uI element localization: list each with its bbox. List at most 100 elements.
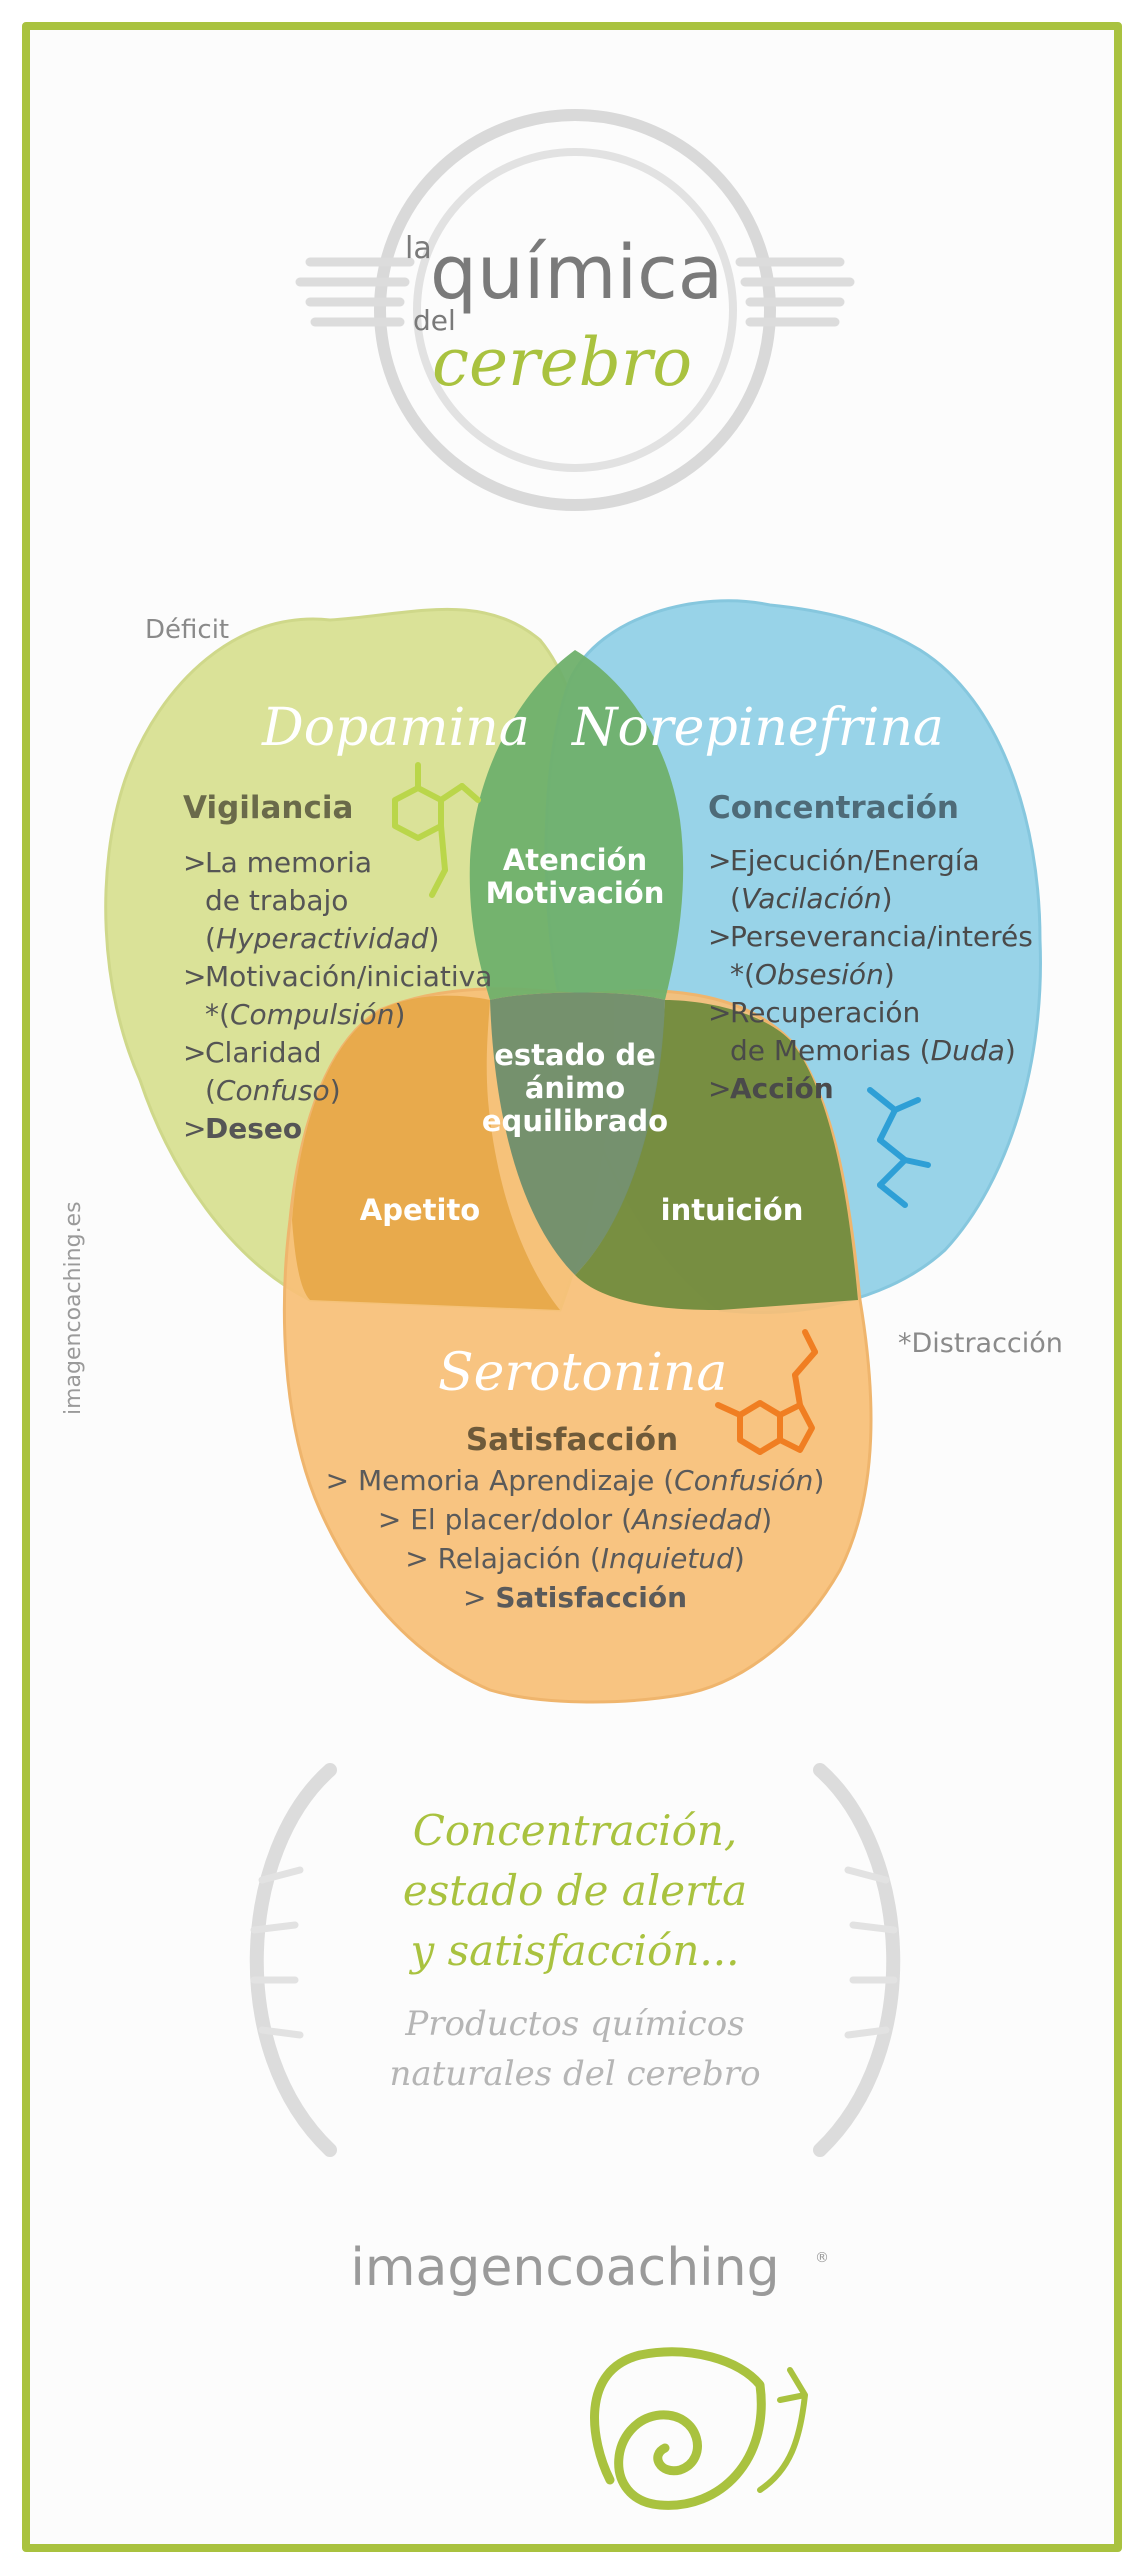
list-item-line: La memoria bbox=[205, 846, 372, 879]
intuicion-overlap bbox=[575, 1000, 858, 1310]
brand-arrow-icon bbox=[757, 2367, 808, 2493]
emblem-left-lines bbox=[295, 257, 415, 327]
text-run: ( bbox=[730, 882, 741, 915]
text-run: Deseo bbox=[205, 1112, 302, 1145]
subtitle-line2: naturales del cerebro bbox=[389, 2054, 760, 2094]
deficit-label: Déficit bbox=[145, 615, 229, 645]
list-item-line: *(Compulsión) bbox=[205, 998, 405, 1031]
list-item-line: *(Obsesión) bbox=[730, 958, 895, 991]
tagline-line2: estado de alerta bbox=[403, 1866, 747, 1915]
title-la: la bbox=[405, 231, 432, 266]
bullet-marker: > bbox=[708, 996, 731, 1029]
list-item-line: Perseverancia/interés bbox=[730, 920, 1033, 953]
bullet-marker: > bbox=[183, 1036, 206, 1069]
text-run: de Memorias ( bbox=[730, 1034, 931, 1067]
bottom-right-arc bbox=[813, 1763, 901, 2157]
emblem-inner-ring bbox=[413, 148, 737, 472]
center-label-line3: equilibrado bbox=[482, 1104, 668, 1138]
emblem-outer-ring bbox=[374, 109, 776, 511]
text-run: Acción bbox=[730, 1072, 834, 1105]
text-run: *( bbox=[730, 958, 755, 991]
list-item-line: Deseo bbox=[205, 1112, 302, 1145]
serotonin-molecule-icon bbox=[715, 1329, 818, 1455]
center-overlap bbox=[490, 992, 665, 1275]
serotonina-list-line: > Satisfacción bbox=[463, 1581, 687, 1614]
brand-spiral-logo bbox=[590, 2347, 766, 2510]
bullet-marker: > bbox=[708, 920, 731, 953]
text-run: ( bbox=[205, 1074, 216, 1107]
text-run: de trabajo bbox=[205, 884, 348, 917]
text-run: Compulsión bbox=[230, 998, 395, 1031]
text-run: ) bbox=[734, 1542, 745, 1575]
distraccion-label: *Distracción bbox=[898, 1328, 1063, 1359]
title-del: del bbox=[413, 304, 456, 337]
concentracion-heading: Concentración bbox=[708, 790, 959, 826]
text-run: Perseverancia/interés bbox=[730, 920, 1033, 953]
text-run: Motivación/iniciativa bbox=[205, 960, 492, 993]
bullet-marker: > bbox=[183, 960, 206, 993]
bottom-emblem bbox=[249, 1763, 901, 2157]
serotonina-list-line: > Relajación (Inquietud) bbox=[405, 1542, 745, 1575]
side-url: imagencoaching.es bbox=[61, 1201, 86, 1415]
serotonina-list: > Memoria Aprendizaje (Confusión)> El pl… bbox=[326, 1464, 825, 1614]
text-run: > bbox=[463, 1581, 495, 1614]
serotonina-title: Serotonina bbox=[438, 1343, 727, 1403]
text-run: ) bbox=[884, 958, 895, 991]
motivacion-label: Motivación bbox=[486, 876, 665, 910]
dopamina-title: Dopamina bbox=[261, 698, 530, 758]
text-run: > Relajación ( bbox=[405, 1542, 601, 1575]
norepinephrine-molecule-icon bbox=[867, 1087, 931, 1208]
text-run: ) bbox=[330, 1074, 341, 1107]
list-item-line: de Memorias (Duda) bbox=[730, 1034, 1016, 1067]
list-item-line: de trabajo bbox=[205, 884, 348, 917]
dopamine-molecule-icon bbox=[392, 762, 481, 898]
center-label-line1: estado de bbox=[494, 1038, 656, 1072]
brand-name: imagencoaching bbox=[350, 2238, 779, 2298]
text-run: ) bbox=[394, 998, 405, 1031]
tagline-line3: y satisfacción... bbox=[409, 1926, 740, 1975]
list-item-line: Claridad bbox=[205, 1036, 321, 1069]
bullet-marker: > bbox=[183, 846, 206, 879]
list-item-line: (Vacilación) bbox=[730, 882, 893, 915]
text-run: Confusión bbox=[674, 1464, 813, 1497]
brand-registered-mark: ® bbox=[815, 2250, 829, 2266]
text-run: > El placer/dolor ( bbox=[378, 1503, 632, 1536]
list-item-line: Recuperación bbox=[730, 996, 920, 1029]
text-run: Satisfacción bbox=[495, 1581, 687, 1614]
list-item-line: Motivación/iniciativa bbox=[205, 960, 492, 993]
text-run: ) bbox=[428, 922, 439, 955]
list-item-line: Ejecución/Energía bbox=[730, 844, 980, 877]
text-run: ) bbox=[1005, 1034, 1016, 1067]
header-emblem: la química del cerebro bbox=[295, 109, 855, 511]
atencion-overlap bbox=[469, 650, 684, 1000]
text-run: > Memoria Aprendizaje ( bbox=[326, 1464, 675, 1497]
overlap-regions bbox=[292, 650, 858, 1310]
intuicion-label: intuición bbox=[661, 1193, 804, 1227]
text-run: *( bbox=[205, 998, 230, 1031]
text-run: La memoria bbox=[205, 846, 372, 879]
title-quimica: química bbox=[430, 230, 723, 316]
satisfaccion-heading: Satisfacción bbox=[466, 1422, 678, 1458]
text-run: Vacilación bbox=[741, 882, 882, 915]
apetito-overlap bbox=[292, 995, 560, 1310]
norepinefrina-title: Norepinefrina bbox=[570, 698, 944, 758]
text-run: Inquietud bbox=[601, 1542, 734, 1575]
text-run: ) bbox=[761, 1503, 772, 1536]
text-run: Confuso bbox=[216, 1074, 330, 1107]
bullet-marker: > bbox=[708, 844, 731, 877]
list-item-line: Acción bbox=[730, 1072, 834, 1105]
text-run: Ansiedad bbox=[630, 1503, 761, 1536]
text-run: ( bbox=[205, 922, 216, 955]
text-run: Obsesión bbox=[755, 958, 884, 991]
apetito-label: Apetito bbox=[360, 1193, 480, 1227]
serotonina-list-line: > El placer/dolor (Ansiedad) bbox=[378, 1503, 772, 1536]
text-run: Duda bbox=[931, 1034, 1005, 1067]
bottom-left-arc bbox=[249, 1763, 337, 2157]
subtitle-line1: Productos químicos bbox=[404, 2004, 744, 2044]
atencion-label: Atención bbox=[503, 843, 647, 877]
center-label-line2: ánimo bbox=[525, 1071, 625, 1105]
text-run: Claridad bbox=[205, 1036, 321, 1069]
bullet-marker: > bbox=[183, 1112, 206, 1145]
